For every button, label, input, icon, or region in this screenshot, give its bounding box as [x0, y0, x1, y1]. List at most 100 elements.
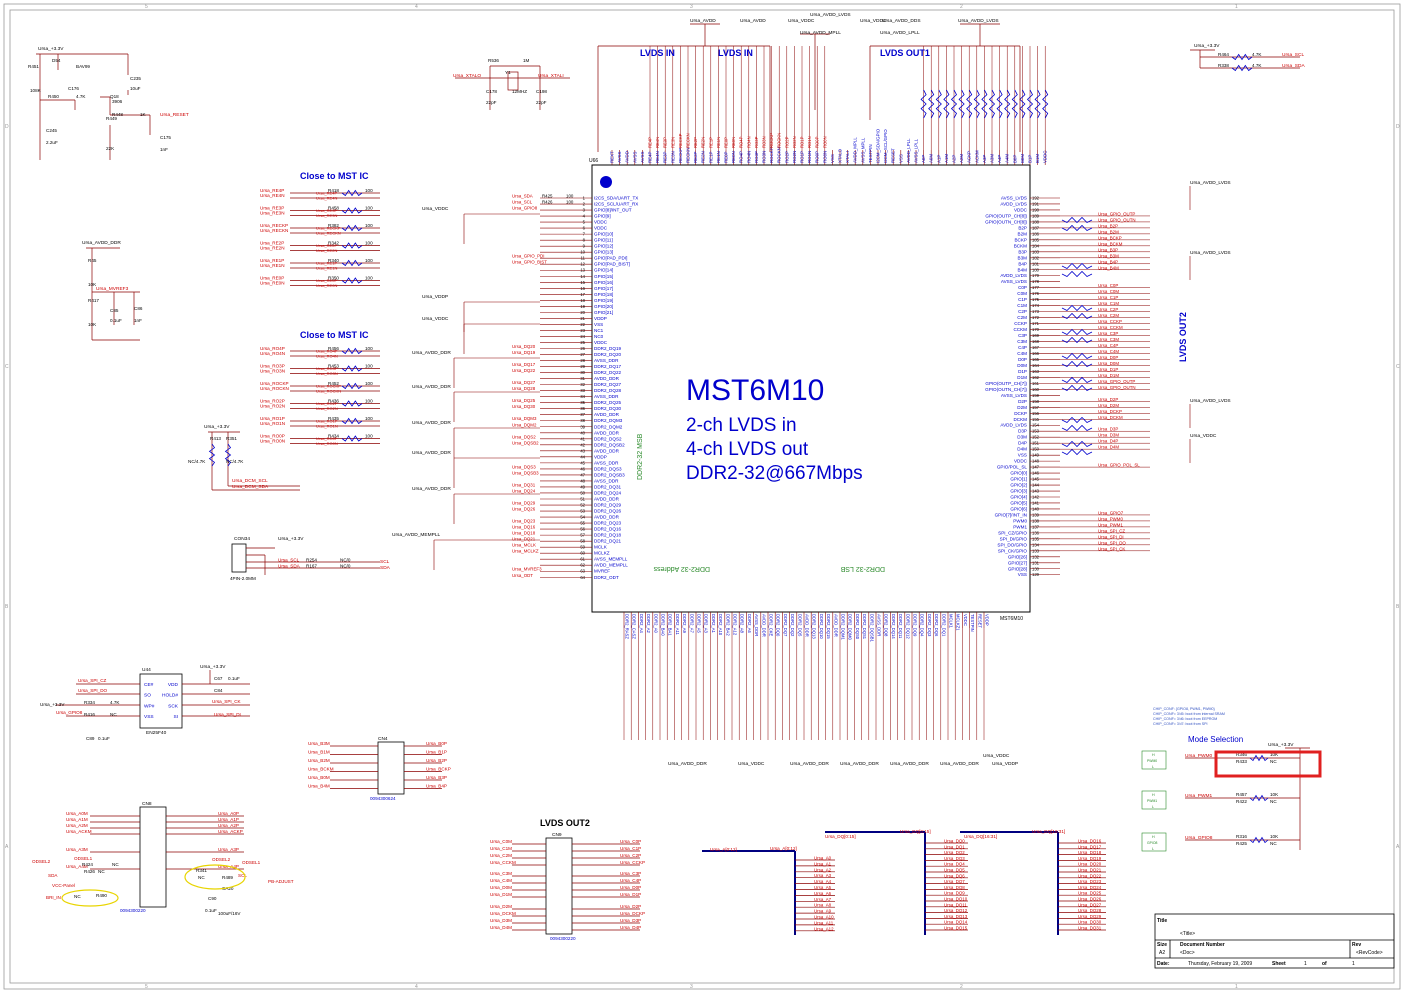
zone-row-left: B [5, 604, 9, 610]
pin-net: Ursa_B2M [1098, 229, 1119, 234]
net-label: Ursa_B4M [308, 784, 330, 789]
pin-name: CCKP [1014, 321, 1027, 326]
pin-number: 154 [1032, 423, 1040, 428]
pin-net: RE0P [724, 137, 729, 148]
pin-number: 145 [1032, 477, 1040, 482]
part-label: C175 [160, 135, 171, 140]
pin-name: SO [144, 693, 151, 699]
pin-net: RE3P [663, 137, 668, 148]
pin-net: Ursa_DQ27 [512, 380, 536, 385]
pin-name: GPIO[18] [594, 292, 613, 297]
net-label: Ursa_RO4P [316, 349, 338, 354]
part-ref: CN9 [552, 832, 562, 838]
net-label: Ursa_SDA [278, 564, 301, 569]
pin-net: Ursa_CCKP [1098, 319, 1122, 324]
pin-number: 17 [580, 292, 585, 297]
pin-name: XTALI [845, 151, 850, 163]
pin-ref: R425 [542, 194, 553, 199]
net-label: Ursa_C2P [620, 853, 641, 858]
pin-net: RO2N [792, 136, 797, 148]
power-label: Ursa_AVDD_DDR [790, 761, 829, 767]
net-label: Ursa_A0M [66, 811, 88, 816]
pin-number: 172 [1032, 315, 1040, 320]
resistor-symbol [1061, 416, 1093, 424]
title-lvds-out2-right: LVDS OUT2 [1178, 312, 1188, 362]
net-label: Ursa_A2P [218, 823, 239, 828]
resistor-symbol [341, 400, 363, 407]
part-label: 10K [88, 322, 97, 327]
pin-number: 19 [580, 304, 585, 309]
pin-net: Ursa_DQ17 [512, 362, 536, 367]
pin-net: Ursa_B3M [1098, 253, 1119, 258]
resistor-symbol [1026, 89, 1034, 119]
part-label: 22pF [486, 100, 497, 105]
part-val: 10K [1270, 834, 1279, 839]
pin-name: B4P [1018, 261, 1027, 266]
part-label: BAV99 [76, 64, 90, 69]
power-label: Ursa_+3.3V [38, 46, 64, 52]
pin-number: 35 [580, 400, 585, 405]
title-mode-selection: Mode Selection [1188, 735, 1243, 744]
resistor-symbol [1061, 224, 1093, 232]
pin-name: GPIO[15] [594, 274, 613, 279]
resistor-symbol [341, 277, 363, 284]
pin-name: MCLK [594, 545, 608, 550]
part-label: 1K [140, 112, 147, 117]
pin-number: 15 [580, 280, 585, 285]
resistor-symbol [1231, 64, 1253, 72]
mode-tag: PWM1 [1147, 799, 1157, 803]
pin-net: Ursa_D0M [1098, 361, 1119, 366]
pin-name: D4M [1017, 447, 1027, 452]
part-ref: CN4 [378, 736, 388, 742]
pin-number: 27 [580, 352, 585, 357]
top-power-label: Ursa_AVDD_LPLL [880, 30, 920, 36]
resistor-symbol [1061, 384, 1093, 392]
net-label: Ursa_RECKP [260, 223, 288, 228]
pin-number: 5 [583, 220, 586, 225]
pin-number: 179 [1032, 273, 1040, 278]
pin-name: B2M [1018, 231, 1028, 236]
docnum-label: Document Number [1180, 942, 1225, 948]
net-label: Ursa_DQ24 [1078, 885, 1102, 890]
pin-number: 46 [580, 466, 585, 471]
pin-net: Ursa_DQ28 [512, 386, 536, 391]
pin-net: Ursa_D4M [1098, 445, 1119, 450]
pin-name: DDR2_DQ15 [826, 614, 831, 639]
pin-name: AVDD_MPLL [853, 137, 858, 163]
pin-name: AVSS_LVDS [1001, 279, 1027, 284]
pin-name: GPIO[16] [594, 280, 613, 285]
pin-number: 134 [1032, 542, 1040, 547]
net-label: Ursa_SPI_CK [212, 699, 242, 704]
pin-name: D1P [1018, 369, 1027, 374]
net-label: Ursa_B2M [308, 758, 330, 763]
part-label: C176 [68, 86, 79, 91]
part-label: D54 [52, 58, 61, 63]
part-label: 22K [106, 146, 115, 151]
pin-net: Ursa_D0P [1098, 355, 1118, 360]
pin-number: 180 [1032, 267, 1040, 272]
cn8-connector: CN80094300220Ursa_A0MUrsa_A1MUrsa_A2MUrs… [32, 801, 294, 916]
pin-net: Ursa_DQ29 [512, 501, 536, 506]
pin-name: GPIO[11] [594, 238, 613, 243]
bus-label: Ursa_A[0:12] [770, 846, 797, 851]
part-label: NC [98, 869, 105, 874]
pin-name: C1M [1017, 303, 1027, 308]
net-label: Ursa_RO3N [316, 371, 338, 376]
net-label: Ursa_DQ3 [944, 856, 965, 861]
pin-net: Ursa_GPIO_BIST [512, 260, 547, 265]
mode-h: H [1152, 753, 1155, 757]
net-label: Ursa_DQ30 [1078, 920, 1102, 925]
net-label: Ursa_B1M [308, 750, 330, 755]
mode-l: L [1152, 765, 1154, 769]
pin-name: DDR2_A12 [733, 614, 738, 636]
pin-number: 14 [580, 274, 585, 279]
top-power-label: Ursa_AVDD_LVDS [810, 12, 851, 18]
pin-name: AVSS [617, 152, 622, 163]
pin-name: AVSS_DDR [594, 394, 619, 399]
pin-name: AVSS_DDR [594, 478, 619, 483]
net-label: Ursa_GPIO8 [56, 710, 83, 715]
pin-name: VSS [830, 154, 835, 163]
net-label: Ursa_ROCKP [316, 384, 341, 389]
pin-number: 40 [580, 430, 585, 435]
net-label: Ursa_ACKP [218, 829, 243, 834]
